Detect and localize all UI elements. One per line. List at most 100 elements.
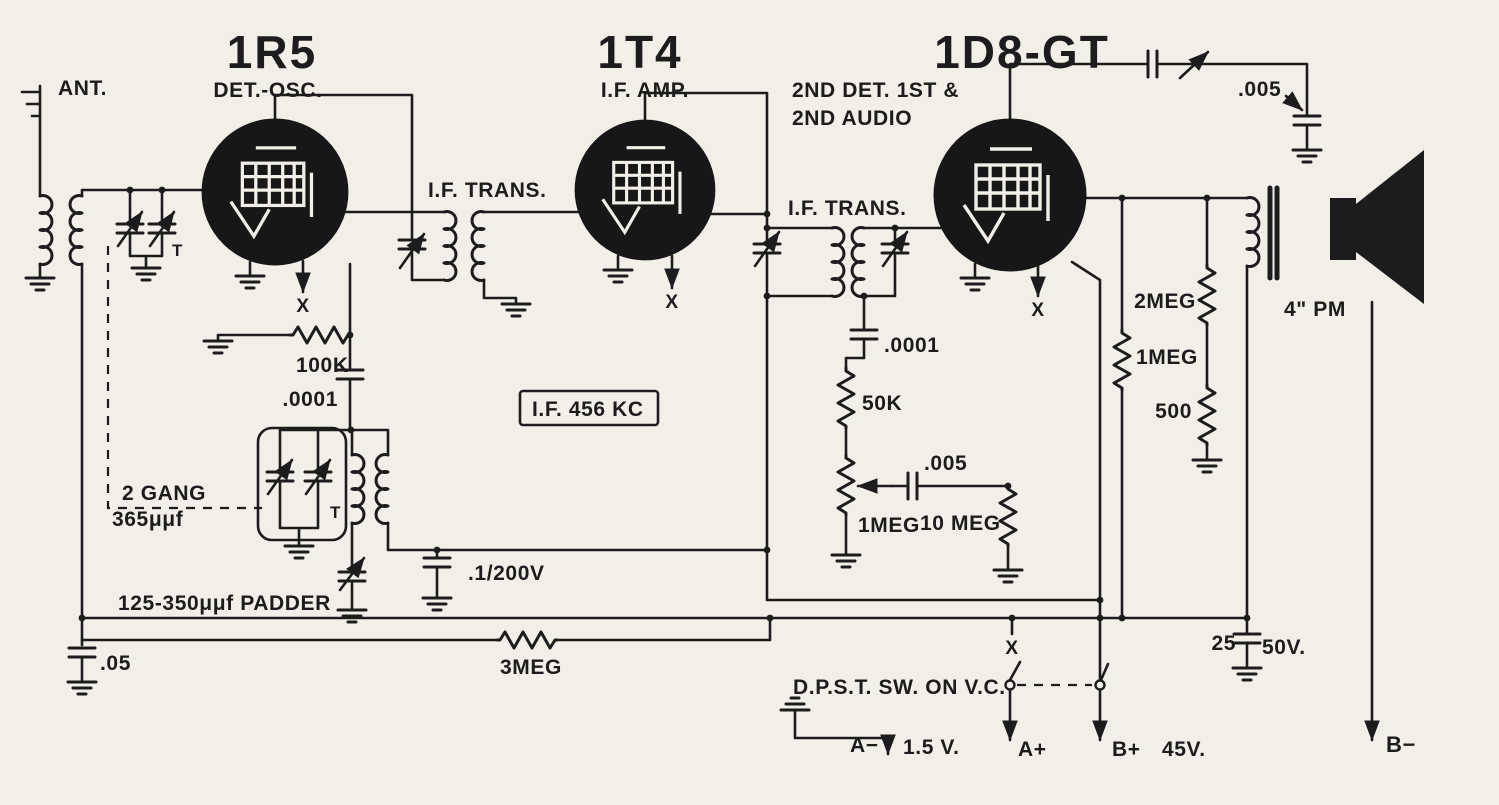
- resistor-500-icon: [1197, 383, 1217, 447]
- rf-coil-icon: [68, 194, 84, 266]
- a-plus-label: A+: [1018, 738, 1047, 761]
- variable-arrow: [116, 210, 144, 248]
- variable-arrow: [304, 458, 332, 496]
- if2-label: I.F. TRANS.: [788, 197, 907, 220]
- resistor-500-label: 500: [1155, 400, 1192, 423]
- antenna-coil-icon: [38, 194, 54, 266]
- x-mark-tube1: X: [296, 296, 309, 317]
- resistor-2meg-icon: [1197, 263, 1217, 327]
- wire-osc-section: [216, 93, 769, 610]
- tube-1t4-icon: [573, 118, 717, 262]
- if-frequency-label: I.F. 456 KC: [532, 398, 644, 421]
- b-plus-label: B+: [1112, 738, 1141, 761]
- tube3-role-line2: 2ND AUDIO: [792, 107, 912, 130]
- speaker-cone-icon: [1356, 150, 1424, 304]
- ground-symbol: [336, 608, 368, 624]
- resistor-1meg-icon: [1112, 328, 1132, 392]
- wire-gang-link-dashed: [106, 246, 262, 510]
- ground-symbol: [66, 680, 98, 696]
- x-mark-switch: X: [1005, 638, 1018, 659]
- switch-contact-a: [1004, 679, 1016, 691]
- resistor-50k-icon: [836, 366, 856, 430]
- trimmer-t-label-2: T: [330, 503, 341, 522]
- padder-label: 125-350μμf PADDER: [118, 592, 331, 615]
- cap-005-audio-icon: [906, 471, 919, 501]
- cap-0001-det-label: .0001: [884, 334, 940, 357]
- ground-symbol: [1231, 666, 1263, 682]
- a-minus-label: A−: [850, 734, 879, 757]
- volume-pot-label: 1MEG: [858, 514, 920, 537]
- ground-symbol: [500, 302, 532, 318]
- ground-symbol: [602, 268, 634, 284]
- cap-1-200v-label: .1/200V: [468, 562, 545, 585]
- cap-0001-det-icon: [849, 328, 879, 341]
- gang-capacitor-box: [256, 426, 348, 542]
- switch-label: D.P.S.T. SW. ON V.C.: [793, 676, 1006, 699]
- junction-dots: [78, 186, 1251, 622]
- cap-05-label: .05: [100, 652, 131, 675]
- coupling-cap-top-icon: [1146, 49, 1159, 79]
- variable-arrow: [398, 232, 426, 270]
- ground-symbol: [421, 596, 453, 612]
- ground-symbol: [130, 266, 162, 282]
- osc-coil-1-icon: [350, 453, 366, 525]
- electrolytic-cap-icon: [1232, 632, 1262, 645]
- if1-secondary-coil-icon: [470, 210, 486, 282]
- ground-symbol: [24, 276, 56, 292]
- variable-arrow: [266, 458, 294, 496]
- antenna-label: ANT.: [58, 77, 107, 100]
- if1-label: I.F. TRANS.: [428, 179, 547, 202]
- variable-arrow: [881, 230, 909, 268]
- resistor-1meg-label: 1MEG: [1136, 346, 1198, 369]
- a-minus-voltage-label: 1.5 V.: [903, 736, 960, 759]
- volume-pot-1meg-icon: [836, 453, 856, 517]
- output-transformer-coil-icon: [1245, 196, 1261, 268]
- ground-symbol: [992, 568, 1024, 584]
- ground-symbol: [830, 553, 862, 569]
- variable-arrow: [148, 210, 176, 248]
- tube3-role-line1: 2ND DET. 1ST &: [792, 79, 959, 102]
- tube3-name: 1D8-GT: [934, 26, 1110, 78]
- wire-antenna-section: [20, 84, 204, 682]
- ground-symbol: [283, 544, 315, 560]
- x-mark-tube2: X: [665, 292, 678, 313]
- speaker-magnet-icon: [1330, 198, 1356, 260]
- cap-005-top-label: .005: [1238, 78, 1281, 101]
- tube2-name: 1T4: [597, 26, 682, 78]
- tube-1d8gt-icon: [932, 117, 1088, 273]
- ground-symbol: [234, 274, 266, 290]
- ground-symbol: [779, 696, 811, 712]
- cap-05-icon: [67, 646, 97, 659]
- wire-audio-section: [844, 294, 1010, 570]
- x-mark-tube3: X: [1031, 300, 1044, 321]
- resistor-100k-label: 100K: [296, 354, 349, 377]
- speaker-label: 4" PM: [1284, 298, 1346, 321]
- cap-0001-osc-label: .0001: [282, 388, 338, 411]
- cap-005-top-icon: [1292, 114, 1322, 127]
- top-cap-arrow: [1178, 50, 1210, 80]
- tube-1r5-icon: [200, 117, 350, 267]
- resistor-10meg-icon: [998, 484, 1018, 548]
- electrolytic-value-label: 25: [1211, 632, 1236, 655]
- resistor-3meg-icon: [495, 630, 559, 650]
- resistor-50k-label: 50K: [862, 392, 902, 415]
- if-frequency-box: [518, 389, 660, 427]
- ground-symbol: [959, 276, 991, 292]
- trimmer-t-label-1: T: [172, 241, 183, 260]
- resistor-2meg-label: 2MEG: [1134, 290, 1196, 313]
- variable-arrow: [338, 556, 366, 592]
- wire-if1-section: [410, 210, 582, 304]
- label-pointer-arrow: [1282, 91, 1304, 112]
- if1-primary-coil-icon: [442, 210, 458, 282]
- ground-symbol: [1291, 148, 1323, 164]
- switch-contact-b: [1094, 679, 1106, 691]
- wire-tube3-output-section: [973, 62, 1309, 682]
- resistor-10meg-label: 10 MEG: [920, 512, 1001, 535]
- gang-label-line2: 365μμf: [112, 508, 184, 531]
- ground-symbol: [202, 339, 234, 355]
- resistor-100k-icon: [288, 325, 352, 345]
- ground-symbol: [1191, 458, 1223, 474]
- if2-secondary-coil-icon: [850, 226, 866, 298]
- if1-trimmer-cap-icon: [397, 238, 427, 251]
- tube1-role: DET.-OSC.: [213, 79, 322, 102]
